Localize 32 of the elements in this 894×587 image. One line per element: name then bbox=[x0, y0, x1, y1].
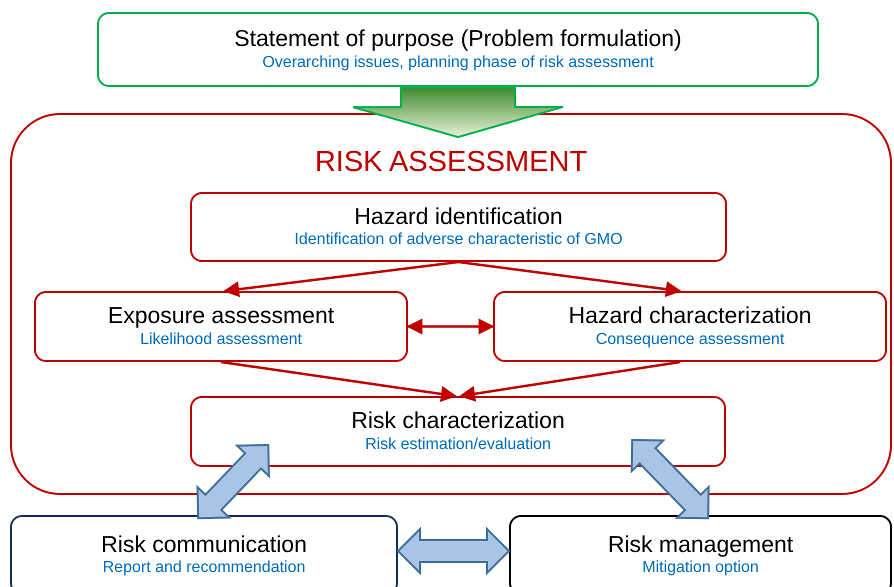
process-box bbox=[34, 291, 408, 362]
box-title: Hazard characterization bbox=[568, 302, 812, 330]
box-subtitle: Overarching issues, planning phase of risk assessment bbox=[262, 52, 654, 73]
box-title: Hazard identification bbox=[354, 202, 563, 230]
process-box bbox=[493, 291, 887, 362]
box-subtitle: Likelihood assessment bbox=[140, 330, 302, 350]
box-title: Risk characterization bbox=[351, 407, 565, 435]
process-box bbox=[190, 396, 726, 467]
section-title: RISK ASSESSMENT bbox=[314, 145, 588, 180]
box-title: Risk management bbox=[608, 530, 794, 558]
process-box bbox=[509, 515, 892, 587]
box-subtitle: Consequence assessment bbox=[596, 330, 784, 350]
box-subtitle: Report and recommendation bbox=[102, 558, 306, 578]
arrow bbox=[223, 260, 459, 298]
block-arrow bbox=[352, 86, 564, 138]
box-subtitle: Mitigation option bbox=[642, 558, 759, 578]
arrow bbox=[406, 318, 495, 334]
box-title: Exposure assessment bbox=[108, 302, 334, 330]
process-box bbox=[97, 12, 819, 87]
box-title: Risk communication bbox=[101, 530, 307, 558]
arrow bbox=[458, 260, 682, 298]
block-arrow bbox=[196, 444, 270, 520]
box-subtitle: Identification of adverse characteristic of GMO bbox=[294, 230, 623, 250]
arrow bbox=[459, 360, 680, 402]
box-title: Statement of purpose (Problem formulation) bbox=[234, 25, 682, 53]
box-subtitle: Risk estimation/evaluation bbox=[365, 434, 551, 455]
group-panel bbox=[10, 113, 892, 495]
arrow bbox=[220, 360, 457, 402]
block-arrow bbox=[630, 439, 710, 520]
process-box bbox=[190, 192, 727, 262]
process-box bbox=[10, 515, 398, 587]
block-arrow bbox=[396, 526, 510, 576]
